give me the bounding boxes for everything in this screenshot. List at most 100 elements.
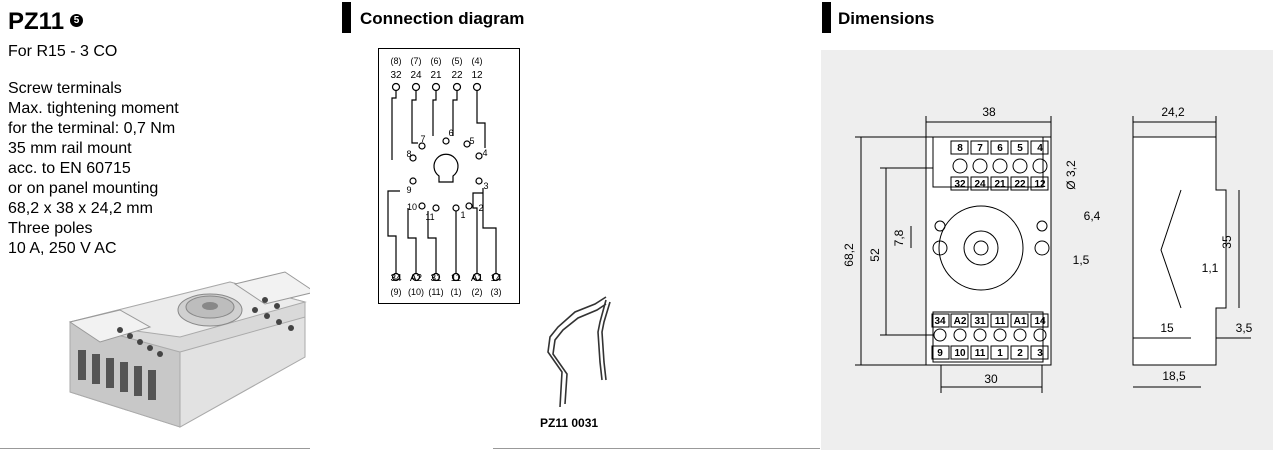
dim-depth: 24,2: [1161, 105, 1185, 119]
terminal-label: A1: [1014, 316, 1027, 327]
top-codes: (8) (7) (6) (5) (4): [391, 56, 483, 66]
bottom-codes: (9) (10) (11) (1) (2) (3): [391, 287, 502, 297]
terminal-label: 24: [974, 179, 986, 190]
pin-code: (1): [451, 287, 462, 297]
pin-number: 11: [425, 212, 434, 222]
pin-code: (4): [472, 56, 483, 66]
pin-number: 1: [460, 210, 465, 220]
connection-heading: Connection diagram: [360, 9, 525, 28]
pin-code: (3): [491, 287, 502, 297]
pin-number: 7: [420, 134, 425, 144]
spec-line: 68,2 x 38 x 24,2 mm: [8, 200, 153, 217]
dim-height: 68,2: [842, 243, 856, 267]
divider: [493, 448, 820, 449]
terminal-label: 32: [390, 70, 402, 81]
pin-number: 4: [482, 148, 487, 158]
dim-15: 15: [1160, 321, 1174, 335]
dim-35: 35: [1220, 235, 1234, 249]
terminal-label: A2: [410, 273, 423, 284]
dim-1-5: 1,5: [1073, 253, 1090, 267]
terminal-label: 9: [937, 348, 943, 359]
pin-number: 5: [469, 136, 474, 146]
spec-line: 10 A, 250 V AC: [8, 240, 117, 257]
dimension-labels: 38 24,2 68,2 52 7,8 Ø 3,2 6,4 1,5 30 35 …: [842, 105, 1253, 386]
spec-list: Screw terminals Max. tightening moment f…: [8, 79, 179, 259]
divider: [0, 448, 310, 449]
badge-icon: 5: [70, 14, 84, 28]
terminal-label: 31: [430, 273, 442, 284]
product-subtitle: For R15 - 3 CO: [8, 43, 118, 60]
terminal-label: 34: [390, 273, 402, 284]
terminal-label: 11: [451, 273, 462, 284]
connection-diagram: (8) (7) (6) (5) (4) 32 24 21 22 12: [378, 48, 520, 304]
clip-label: PZ11 0031: [540, 416, 599, 430]
terminal-label: 11: [995, 316, 1006, 327]
pin-number: 10: [407, 202, 417, 212]
section-marker: [342, 2, 351, 33]
pin-code: (6): [431, 56, 442, 66]
terminal-label: 32: [954, 179, 966, 190]
pin-code: (7): [411, 56, 422, 66]
pin-code: (9): [391, 287, 402, 297]
pin-code: (5): [452, 56, 463, 66]
dim-18-5: 18,5: [1162, 369, 1186, 383]
terminal-label: 21: [430, 70, 442, 81]
terminal-label: A2: [954, 316, 967, 327]
terminal-label: 6: [997, 143, 1003, 154]
terminal-label: 10: [954, 348, 966, 359]
terminal-label: 12: [1034, 179, 1046, 190]
pin-number: 6: [448, 128, 453, 138]
pin-number: 9: [406, 185, 411, 195]
spec-line: 35 mm rail mount: [8, 140, 132, 157]
spec-line: for the terminal: 0,7 Nm: [8, 120, 176, 137]
terminal-label: 34: [934, 316, 946, 327]
terminal-label: 2: [1017, 348, 1023, 359]
terminal-label: 14: [1034, 316, 1046, 327]
terminal-label: 14: [490, 273, 502, 284]
terminal-label: 24: [410, 70, 422, 81]
product-name: PZ11: [8, 8, 65, 35]
dim-width: 38: [982, 105, 996, 119]
dim-6-4: 6,4: [1084, 209, 1101, 223]
dim-bottom-width: 30: [984, 372, 998, 386]
terminal-label: 22: [451, 70, 463, 81]
spec-line: Max. tightening moment: [8, 100, 179, 117]
spec-line: Three poles: [8, 220, 93, 237]
terminal-label: 4: [1037, 143, 1043, 154]
pin-code: (2): [472, 287, 483, 297]
terminal-label: 11: [975, 348, 986, 359]
pin-code: (10): [408, 287, 424, 297]
dimensions-drawing: 8 7 6 5 4 32 24 21 22 12 34 A2 31 11 A1 …: [842, 105, 1253, 393]
terminal-label: 5: [1017, 143, 1023, 154]
terminal-label: 31: [974, 316, 986, 327]
terminal-label: 22: [1014, 179, 1026, 190]
spec-line: or on panel mounting: [8, 180, 159, 197]
spec-line: Screw terminals: [8, 80, 122, 97]
section-marker: [822, 2, 831, 33]
product-title: PZ11 5: [8, 8, 84, 36]
product-photo: [68, 271, 310, 428]
dim-hole: Ø 3,2: [1064, 160, 1078, 190]
dim-inner-height: 52: [868, 248, 882, 262]
terminal-label: 21: [994, 179, 1006, 190]
pin-number: 3: [483, 181, 488, 191]
retaining-clip: [547, 296, 611, 408]
pin-code: (11): [428, 287, 443, 297]
terminal-label: 12: [471, 70, 483, 81]
terminal-label: A1: [471, 273, 484, 284]
top-terminals: 32 24 21 22 12: [390, 70, 483, 81]
terminal-label: 7: [977, 143, 983, 154]
socket-pins: 1 2 3 4 5 6 7 8 9 10 11: [406, 128, 488, 222]
pin-number: 8: [406, 149, 411, 159]
pin-number: 2: [478, 203, 483, 213]
terminal-label: 3: [1037, 348, 1043, 359]
dim-pitch: 7,8: [892, 229, 906, 246]
dim-3-5: 3,5: [1236, 321, 1253, 335]
pin-code: (8): [391, 56, 402, 66]
spec-line: acc. to EN 60715: [8, 160, 131, 177]
bottom-terminals: 34 A2 31 11 A1 14: [390, 273, 502, 284]
terminal-label: 8: [957, 143, 963, 154]
front-top-labels: 8 7 6 5 4 32 24 21 22 12 34 A2 31 11 A1 …: [934, 143, 1046, 359]
terminal-label: 1: [997, 348, 1003, 359]
dim-1-1: 1,1: [1202, 261, 1219, 275]
